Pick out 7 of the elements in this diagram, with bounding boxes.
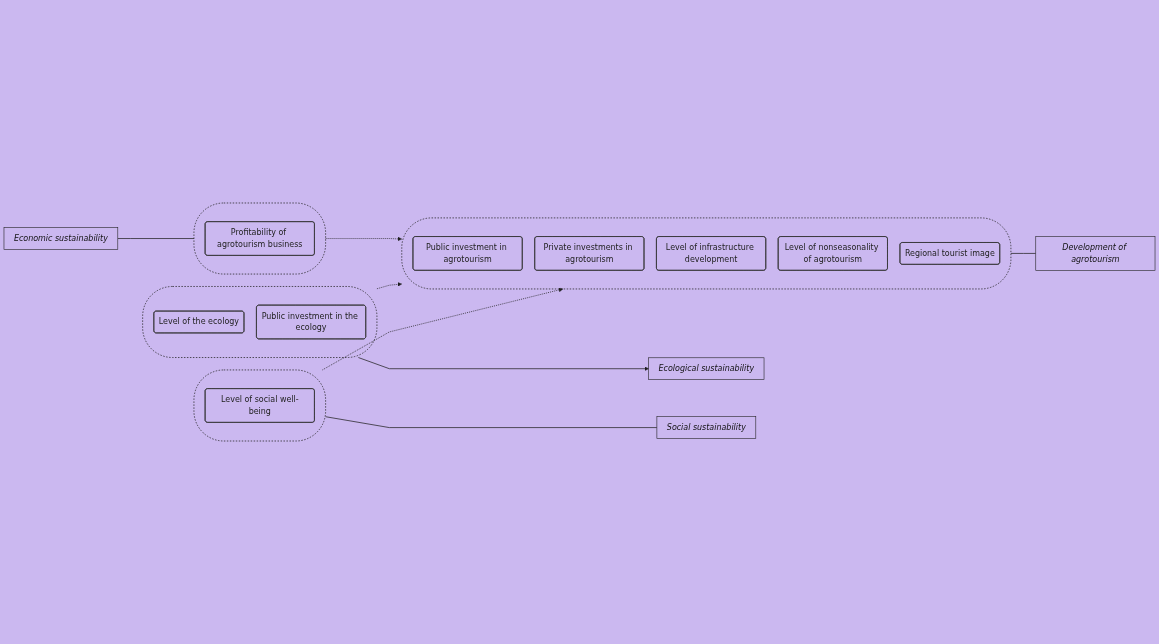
cluster <box>401 217 1012 290</box>
cluster <box>142 286 378 358</box>
connector <box>1010 253 1037 254</box>
connector <box>117 238 195 239</box>
cluster <box>193 369 326 442</box>
cluster <box>193 202 326 275</box>
connector <box>325 416 658 428</box>
